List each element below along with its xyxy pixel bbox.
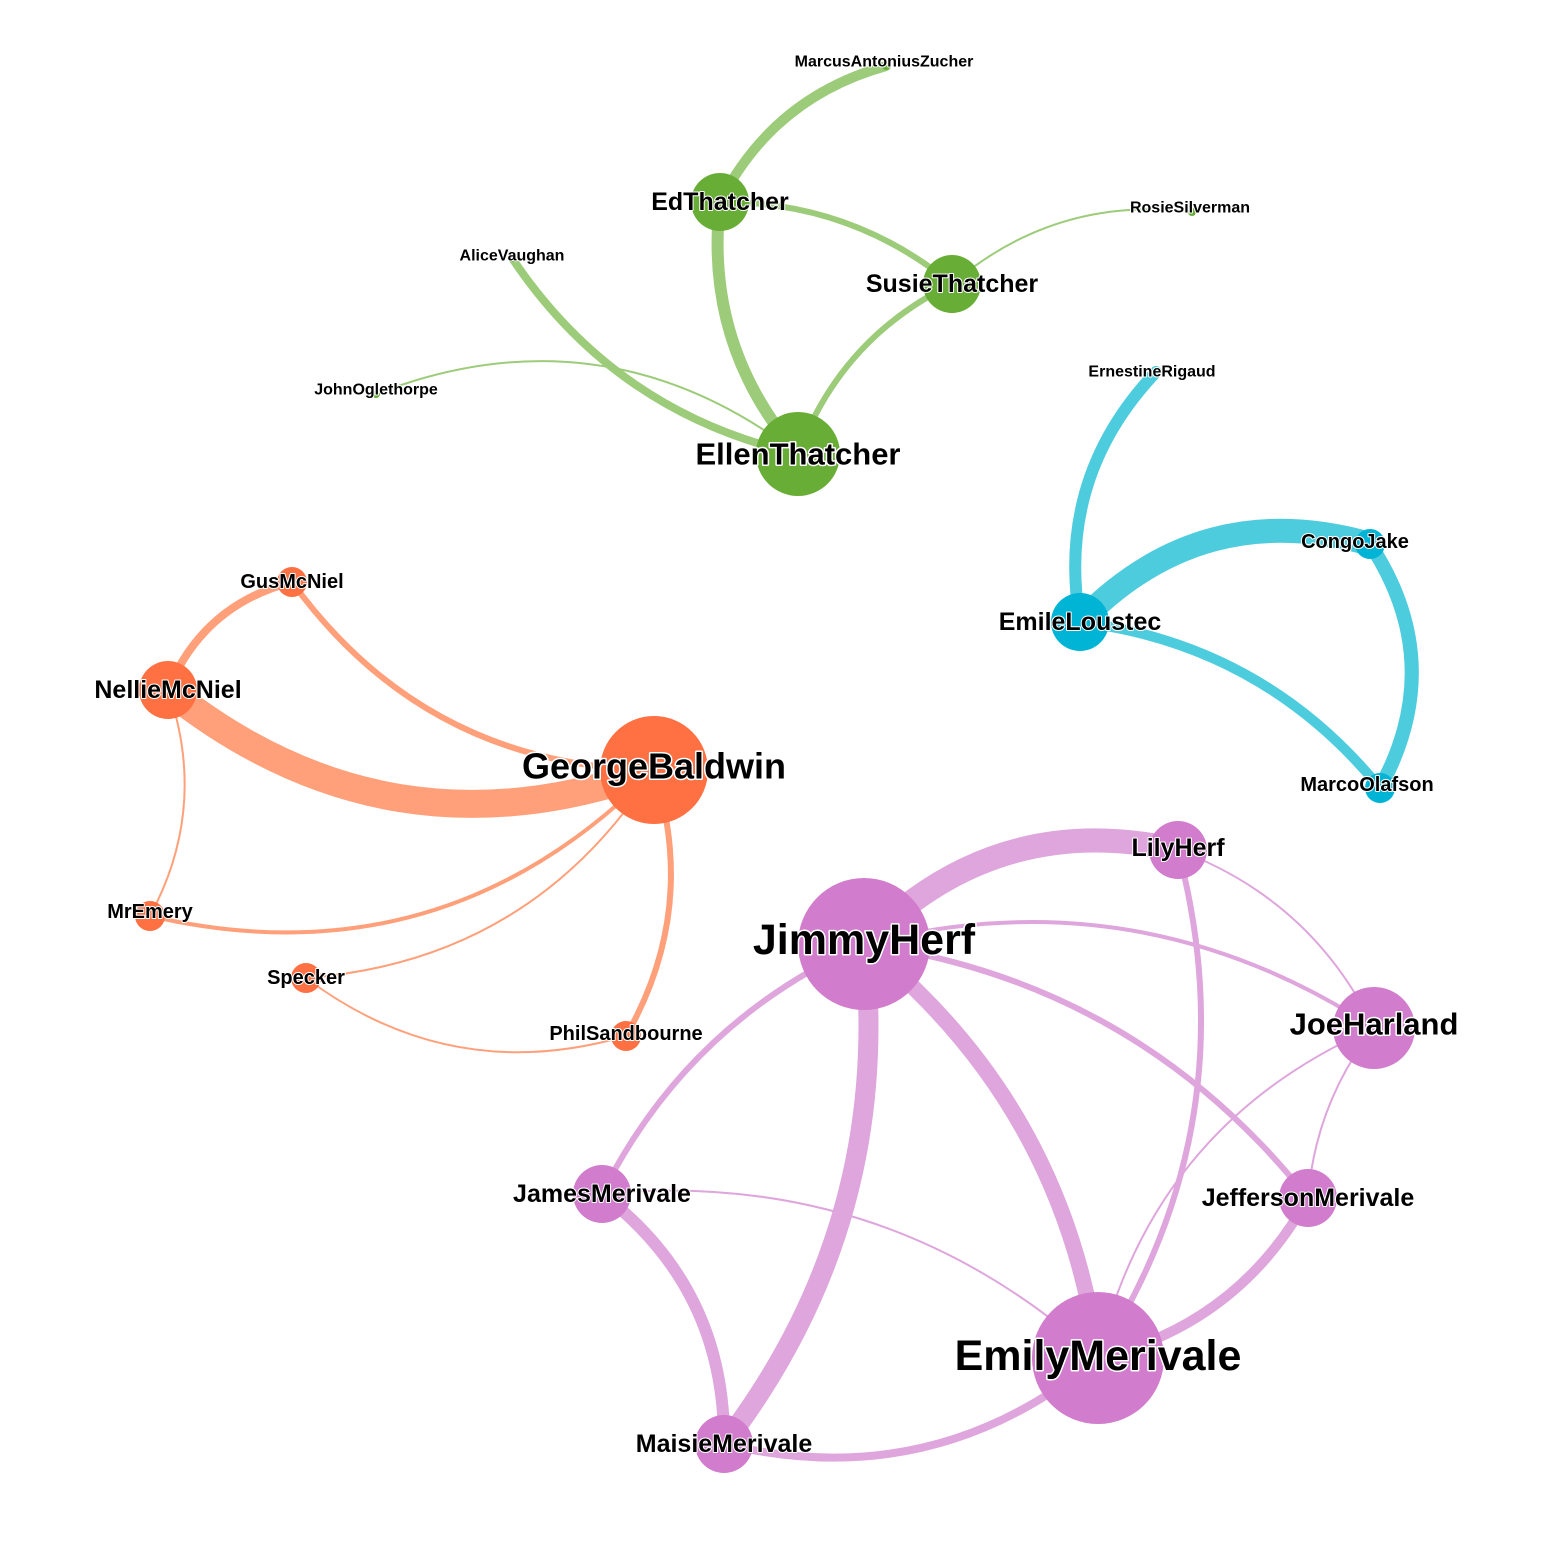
node-label-george-baldwin: GeorgeBaldwin [522,746,786,787]
node-ellen-thatcher[interactable] [756,412,840,496]
edge-lily-herf-emily-merivale [1095,847,1205,1361]
node-mr-emery[interactable] [135,901,165,931]
label-layer: EdThatcherSusieThatcherEllenThatcherMarc… [93,53,1460,1460]
node-label-john-oglethorpe: JohnOglethorpe [314,382,438,399]
edge-specker-george-baldwin [305,769,655,979]
node-nellie-mc-niel[interactable] [139,661,197,719]
edge-ed-thatcher-susie-thatcher [717,198,955,287]
node-label-rosie-silverman: RosieSilverman [1130,200,1250,217]
node-label-mr-emery: MrEmery [107,901,193,923]
edge-john-oglethorpe-ellen-thatcher [375,360,799,455]
node-jimmy-herf[interactable] [798,878,930,1010]
node-label-nellie-mc-niel: NellieMcNiel [94,676,241,704]
node-ed-thatcher[interactable] [691,173,749,231]
node-label-alice-vaughan: AliceVaughan [460,248,565,265]
node-label-congo-jake: CongoJake [1301,531,1409,553]
node-label-jefferson-merivale: JeffersonMerivale [1202,1184,1415,1212]
node-emile-loustec[interactable] [1051,593,1109,651]
node-james-merivale[interactable] [573,1165,631,1223]
node-label-specker: Specker [267,967,345,989]
edge-james-merivale-emily-merivale [601,1189,1099,1359]
node-label-jimmy-herf: JimmyHerf [753,916,976,964]
node-phil-sandbourne[interactable] [611,1021,641,1051]
node-ernestine-rigaud[interactable] [1152,368,1160,376]
node-label-phil-sandbourne: PhilSandbourne [549,1023,702,1045]
edge-specker-phil-sandbourne [305,977,627,1054]
node-john-oglethorpe[interactable] [372,390,380,398]
node-label-marco-olafson: MarcoOlafson [1300,774,1433,796]
edge-gus-mc-niel-george-baldwin [289,579,657,773]
node-maisie-merivale[interactable] [695,1415,753,1473]
node-alice-vaughan[interactable] [508,254,516,262]
node-label-ellen-thatcher: EllenThatcher [696,437,901,472]
node-emily-merivale[interactable] [1032,1292,1164,1424]
edge-nellie-mc-niel-george-baldwin [154,676,668,818]
node-marco-olafson[interactable] [1365,773,1395,803]
edge-emile-loustec-marco-olafson [1075,617,1385,793]
edge-jimmy-herf-maisie-merivale [714,934,879,1454]
node-label-lily-herf: LilyHerf [1131,834,1225,862]
node-congo-jake[interactable] [1355,529,1385,559]
edge-mr-emery-george-baldwin [148,768,656,935]
node-label-emile-loustec: EmileLoustec [999,608,1162,636]
node-label-gus-mc-niel: GusMcNiel [240,571,343,593]
node-label-ernestine-rigaud: ErnestineRigaud [1088,364,1215,381]
node-label-susie-thatcher: SusieThatcher [866,270,1039,298]
edge-jimmy-herf-emily-merivale [856,936,1106,1366]
node-george-baldwin[interactable] [600,716,708,824]
edge-susie-thatcher-rosie-silverman [951,208,1193,285]
edge-jimmy-herf-jefferson-merivale [861,941,1311,1201]
node-label-james-merivale: JamesMerivale [513,1180,691,1208]
edge-ed-thatcher-marcus-antonius-zucher [715,61,891,207]
edge-congo-jake-marco-olafson [1363,537,1419,795]
node-susie-thatcher[interactable] [923,255,981,313]
node-joe-harland[interactable] [1333,987,1415,1069]
node-label-emily-merivale: EmilyMerivale [955,1332,1242,1380]
edge-emile-loustec-ernestine-rigaud [1069,366,1162,628]
edge-emile-loustec-congo-jake [1068,518,1382,634]
node-marcus-antonius-zucher[interactable] [882,62,890,70]
edge-nellie-mc-niel-mr-emery [149,689,186,917]
node-label-ed-thatcher: EdThatcher [651,188,789,216]
node-gus-mc-niel[interactable] [277,567,307,597]
node-jefferson-merivale[interactable] [1279,1169,1337,1227]
node-label-marcus-antonius-zucher: MarcusAntoniusZucher [795,54,974,71]
edge-james-merivale-maisie-merivale [596,1188,731,1450]
edge-jimmy-herf-joe-harland [862,920,1376,1030]
node-layer [135,62,1415,1473]
node-specker[interactable] [291,963,321,993]
edge-alice-vaughan-ellen-thatcher [508,254,802,458]
node-label-maisie-merivale: MaisieMerivale [636,1430,813,1458]
node-rosie-silverman[interactable] [1188,208,1196,216]
node-label-joe-harland: JoeHarland [1290,1007,1459,1042]
node-lily-herf[interactable] [1149,821,1207,879]
